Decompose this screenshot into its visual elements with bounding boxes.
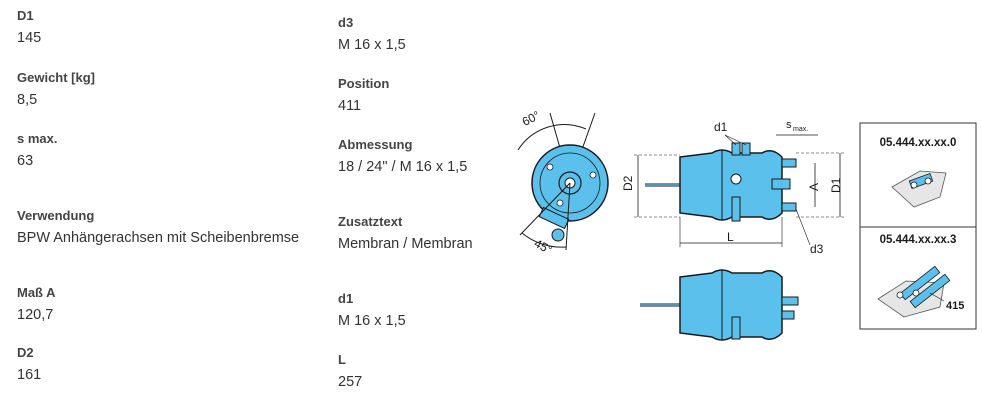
dim-d2-label: D2: [621, 175, 635, 191]
spec-value: 18 / 24" / M 16 x 1,5: [338, 159, 468, 175]
bolt-hole: [589, 171, 597, 179]
clamp-lug: [538, 206, 570, 230]
side-view: D2 A D1 L d1 s max. d3: [621, 119, 844, 256]
spec-value: Membran / Membran: [338, 236, 473, 252]
brake-chamber-drawing: 60° 45°: [517, 108, 977, 341]
dim-s-subscript: max.: [793, 126, 808, 133]
angle-line: [519, 182, 571, 236]
spec-size: Abmessung 18 / 24" / M 16 x 1,5: [338, 137, 467, 176]
spec-dimension-a: Maß A 120,7: [17, 285, 56, 324]
leader-line: [724, 134, 747, 146]
bottom-fitting: [731, 196, 741, 222]
dim-s-label: s: [786, 119, 792, 131]
variant-1-bolt: [924, 177, 932, 185]
front-view: 60° 45°: [517, 108, 609, 257]
spec-d2: D2 161: [17, 345, 41, 384]
variant-2-position-label: 415: [946, 300, 964, 312]
spec-additional-text: Zusatztext Membran / Membran: [338, 214, 473, 253]
leader-line: [929, 292, 945, 302]
bolt-hole: [556, 199, 564, 207]
spec-label: d3: [338, 15, 354, 30]
dim-a-label: A: [807, 183, 821, 191]
spec-label: Verwendung: [17, 208, 95, 223]
port-hole: [730, 173, 742, 185]
spec-label: D2: [17, 345, 34, 360]
chamber-body: [679, 149, 783, 221]
variant-1-label: 05.444.xx.xx.0: [880, 137, 957, 149]
port-fitting: [551, 228, 565, 242]
spec-label: L: [338, 352, 346, 367]
spec-usage: Verwendung BPW Anhängerachsen mit Scheib…: [17, 208, 299, 247]
spec-value: 145: [17, 30, 42, 46]
mounting-bolt: [781, 158, 797, 168]
bolt-hole: [546, 163, 554, 171]
port-d1: [731, 142, 741, 156]
leader-line: [795, 208, 811, 246]
spec-position: Position 411: [338, 76, 389, 115]
mounting-bolt: [781, 296, 799, 306]
angle-arc: [521, 232, 567, 248]
angle-line: [565, 182, 571, 251]
side-view-lower: [640, 269, 799, 341]
center-stud: [771, 178, 791, 190]
mounting-bolt: [781, 202, 797, 212]
spec-value: 257: [338, 374, 363, 390]
spec-value: 120,7: [17, 307, 54, 323]
spec-label: Position: [338, 76, 390, 91]
spec-label: Zusatztext: [338, 214, 403, 229]
spec-value: 161: [17, 367, 42, 383]
dim-d3-label: d3: [810, 242, 824, 256]
port-d1: [741, 142, 751, 156]
mounting-bolt: [781, 310, 795, 320]
spec-label: Maß A: [17, 285, 56, 300]
spec-label: s max.: [17, 131, 58, 146]
spec-value: BPW Anhängerachsen mit Scheibenbremse: [17, 230, 300, 246]
dim-d1-label: d1: [714, 120, 728, 134]
angle-60-label: 60°: [520, 108, 543, 129]
spec-s-max: s max. 63: [17, 131, 57, 170]
spec-label: Gewicht [kg]: [17, 70, 96, 85]
spec-length: L 257: [338, 352, 362, 391]
dim-D1-label: D1: [829, 177, 843, 193]
angle-45-label: 45°: [532, 236, 555, 257]
spec-label: D1: [17, 8, 34, 23]
spec-label: Abmessung: [338, 137, 413, 152]
technical-drawing: 60° 45°: [500, 95, 982, 395]
variant-1-bolt: [910, 181, 918, 189]
variant-2-label: 05.444.xx.xx.3: [880, 234, 957, 246]
variant-2-bolt: [912, 289, 920, 297]
spec-label: d1: [338, 291, 354, 306]
chamber-ring: [539, 152, 601, 214]
spec-value: 8,5: [17, 92, 38, 108]
spec-weight: Gewicht [kg] 8,5: [17, 70, 95, 109]
dim-l-label: L: [727, 230, 734, 244]
chamber-body: [679, 269, 783, 341]
bottom-fitting: [731, 316, 741, 340]
spec-d3: d3 M 16 x 1,5: [338, 15, 406, 54]
spec-d1: D1 145: [17, 8, 41, 47]
variant-2-bolt: [896, 291, 904, 299]
spec-d1-thread: d1 M 16 x 1,5: [338, 291, 406, 330]
angle-arc: [517, 124, 587, 151]
spec-value: 411: [338, 98, 362, 114]
spec-value: 63: [17, 153, 34, 169]
variant-panel: 05.444.xx.xx.0 05.444.xx.xx.3 415: [859, 122, 977, 330]
spec-value: M 16 x 1,5: [338, 313, 406, 329]
spec-value: M 16 x 1,5: [338, 37, 406, 53]
leader-line: [724, 134, 737, 146]
